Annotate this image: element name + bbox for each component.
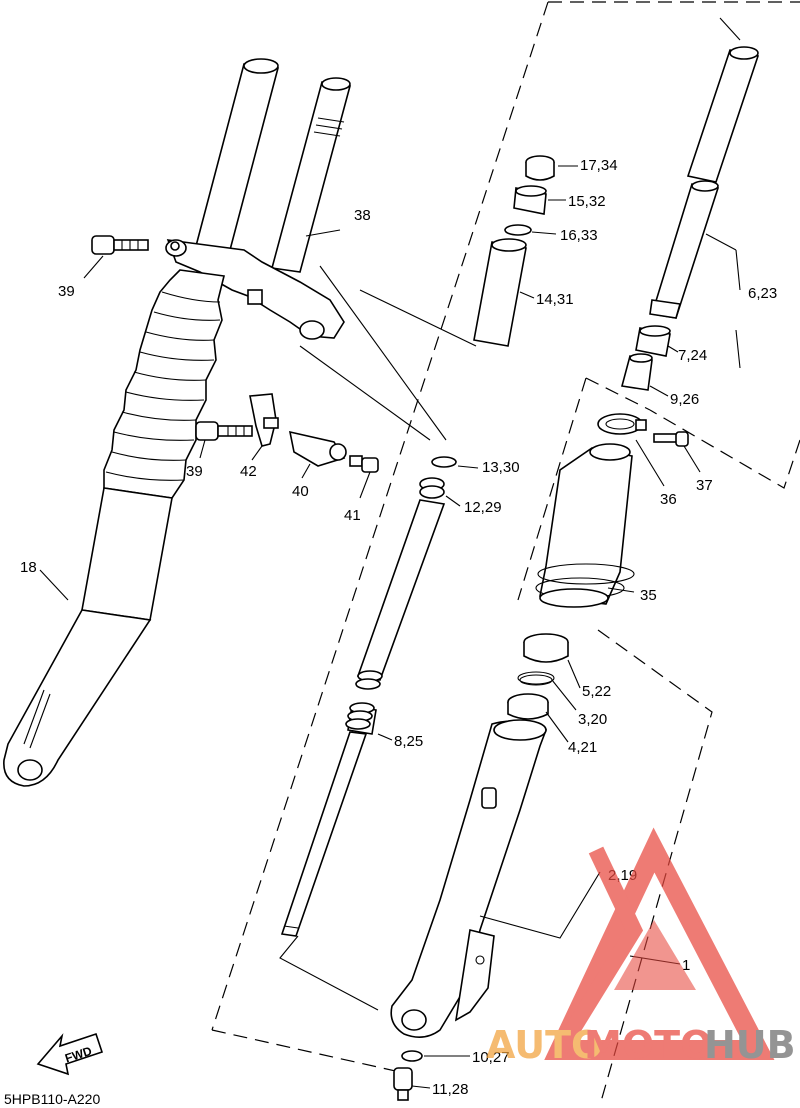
bolt-39-lower — [195, 421, 253, 441]
label-3-20: 3,20 — [578, 711, 607, 728]
center-inner-parts — [280, 155, 555, 937]
assembled-fork — [3, 58, 352, 787]
label-37: 37 — [696, 477, 713, 494]
bracket-parts — [249, 393, 379, 473]
label-18: 18 — [20, 559, 37, 576]
watermark-auto: AUTO — [486, 1023, 603, 1067]
label-35: 35 — [640, 587, 657, 604]
label-14-31: 14,31 — [536, 291, 574, 308]
label-38: 38 — [354, 207, 371, 224]
watermark-triangle-icon — [544, 827, 775, 1060]
label-8-25: 8,25 — [394, 733, 423, 750]
watermark-hub: HUB — [704, 1023, 796, 1067]
label-13-30: 13,30 — [482, 459, 520, 476]
label-39-upper: 39 — [58, 283, 75, 300]
right-lower-parts — [390, 633, 569, 1101]
label-36: 36 — [660, 491, 677, 508]
label-6-23: 6,23 — [748, 285, 777, 302]
label-17-34: 17,34 — [580, 157, 618, 174]
label-42: 42 — [240, 463, 257, 480]
label-5-22: 5,22 — [582, 683, 611, 700]
label-10-27: 10,27 — [472, 1049, 510, 1066]
label-4-21: 4,21 — [568, 739, 597, 756]
watermark-logo: AUTO MOTO HUB — [486, 827, 796, 1067]
label-16-33: 16,33 — [560, 227, 598, 244]
label-39-lower: 39 — [186, 463, 203, 480]
fwd-arrow-icon: FWD — [36, 1032, 104, 1076]
label-1: 1 — [682, 957, 690, 974]
leader-lines — [39, 17, 741, 1089]
label-15-32: 15,32 — [568, 193, 606, 210]
part-labels: 17,34 15,32 16,33 14,31 38 39 39 42 40 4… — [4, 157, 777, 1107]
label-9-26: 9,26 — [670, 391, 699, 408]
label-12-29: 12,29 — [464, 499, 502, 516]
label-11-28: 11,28 — [432, 1081, 468, 1098]
bolt-39-upper — [91, 235, 149, 255]
label-40: 40 — [292, 483, 309, 500]
label-41: 41 — [344, 507, 361, 524]
right-upper-parts — [535, 46, 760, 608]
watermark-moto: MOTO — [584, 1023, 712, 1067]
dashed-group-outlines — [211, 1, 800, 1106]
diagram-code: 5HPB110-A220 — [4, 1091, 100, 1107]
label-7-24: 7,24 — [678, 347, 707, 364]
